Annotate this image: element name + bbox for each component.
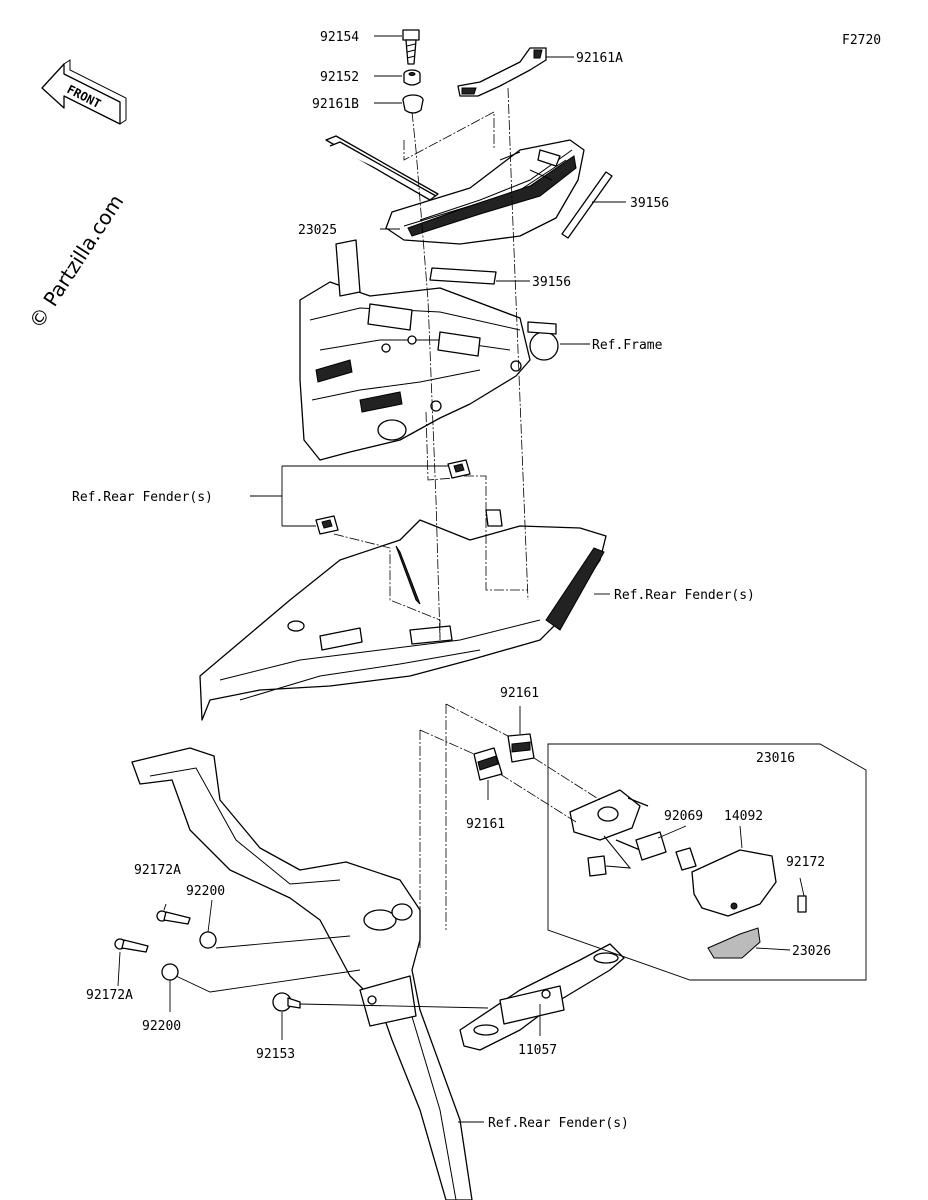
callout-92152: 92152 [320,70,359,85]
callout-92069: 92069 [664,809,703,824]
callout-92200-upper: 92200 [186,884,225,899]
collar-92152-icon [403,69,421,86]
callout-92172A-lower: 92172A [86,988,133,1003]
bracket-92161A-icon [457,47,547,97]
rear-fender-section-icon [199,459,607,721]
grommet-92161-lower-icon [473,747,503,781]
callout-ref-frame: Ref.Frame [592,338,663,353]
callout-92172: 92172 [786,855,825,870]
callout-23026: 23026 [792,944,831,959]
callout-92200-lower: 92200 [142,1019,181,1034]
leader-lines [117,35,867,1123]
front-arrow-icon: FRONT [41,59,127,125]
screw-92153-icon [272,992,301,1012]
callout-ref-rear-fender-3: Ref.Rear Fender(s) [488,1116,629,1131]
callout-92161B: 92161B [312,97,359,112]
watermark: © Partzilla.com [24,190,128,333]
callout-14092: 14092 [724,809,763,824]
grommet-92161-upper-icon [507,733,535,763]
callout-92161-top: 92161 [500,686,539,701]
washer-92200-lower-icon [161,963,179,981]
callout-92153: 92153 [256,1047,295,1062]
grommet-92161B-icon [402,94,424,114]
callout-92154: 92154 [320,30,359,45]
plate-holder-11057-icon [459,943,625,1051]
bolt-92154-icon [402,29,420,65]
strip-39156-upper-icon [561,171,613,239]
callout-ref-rear-fender-2: Ref.Rear Fender(s) [614,588,755,603]
callout-23025: 23025 [298,223,337,238]
callout-11057: 11057 [518,1043,557,1058]
callout-92172A-upper: 92172A [134,863,181,878]
license-bracket-icon [131,747,473,1200]
callout-ref-rear-fender-1: Ref.Rear Fender(s) [72,490,213,505]
bolt-92172A-lower-icon [114,938,149,953]
callout-92161-bottom: 92161 [466,817,505,832]
callout-labels: 92154 92152 92161B 92161A 23025 39156 39… [72,30,831,1131]
strip-39156-lower-icon [429,267,497,285]
washer-92200-upper-icon [199,931,217,949]
license-lamp-assembly-icon [569,789,807,959]
frame-section-icon [299,239,559,461]
callout-92161A: 92161A [576,51,623,66]
callout-39156-upper: 39156 [630,196,669,211]
callout-39156-lower: 39156 [532,275,571,290]
assembly-dash-lines [333,87,601,950]
diagram-code: F2720 [842,33,881,48]
tail-cowl-23025-icon [325,135,585,245]
bolt-92172A-upper-icon [156,910,191,925]
callout-23016: 23016 [756,751,795,766]
